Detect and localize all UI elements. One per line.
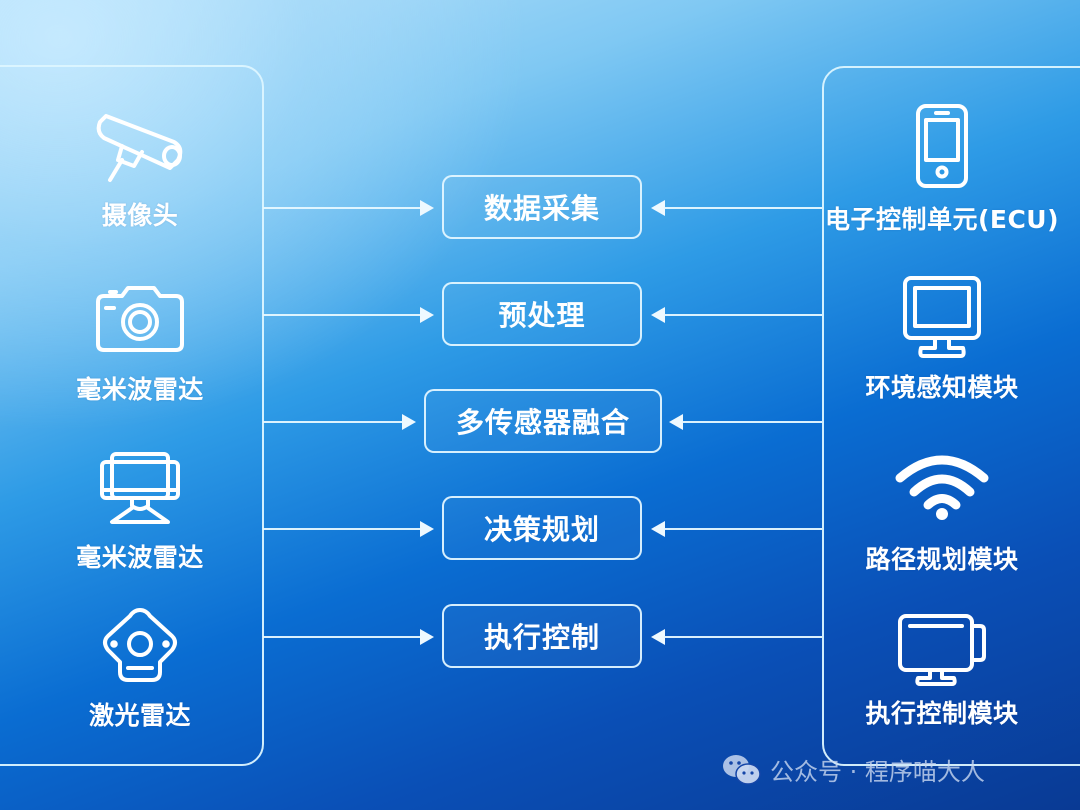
connector-left-4	[263, 528, 421, 530]
arrow-right-icon	[420, 200, 434, 216]
wechat-icon	[723, 754, 761, 785]
module-label: 环境感知模块	[865, 373, 1019, 402]
stage-sensor-fusion[interactable]: 多传感器融合	[424, 389, 662, 453]
sensor-label: 激光雷达	[88, 701, 191, 730]
camera-icon	[96, 286, 184, 352]
connector-right-1	[664, 207, 822, 209]
arrow-left-icon	[651, 629, 665, 645]
connector-left-3	[263, 421, 403, 423]
module-label: 电子控制单元(ECU)	[824, 205, 1060, 234]
sensor-label: 摄像头	[101, 201, 179, 230]
arrow-right-icon	[402, 414, 416, 430]
sensor-item-camera: 摄像头	[10, 108, 270, 232]
module-label: 执行控制模块	[865, 699, 1019, 728]
wifi-icon	[895, 455, 989, 520]
arrow-left-icon	[651, 200, 665, 216]
sensor-label: 毫米波雷达	[76, 375, 204, 404]
sensor-label: 毫米波雷达	[76, 543, 204, 572]
arrow-left-icon	[651, 307, 665, 323]
module-item-execution: 执行控制模块	[812, 612, 1072, 730]
security-camera-icon	[96, 114, 183, 182]
display-icon	[898, 614, 986, 686]
connector-right-3	[682, 421, 822, 423]
connector-left-2	[263, 314, 421, 316]
watermark-text: 公众号 · 程序喵大人	[770, 758, 985, 786]
stage-preprocessing[interactable]: 预处理	[442, 282, 642, 346]
connector-right-5	[664, 636, 822, 638]
connector-left-1	[263, 207, 421, 209]
arrow-left-icon	[651, 521, 665, 537]
lidar-sensor-icon	[103, 608, 177, 682]
module-item-path-planning: 路径规划模块	[812, 452, 1072, 576]
stage-execution-control[interactable]: 执行控制	[442, 604, 642, 668]
arrow-right-icon	[420, 521, 434, 537]
smartphone-icon	[916, 104, 968, 188]
arrow-right-icon	[420, 629, 434, 645]
connector-left-5	[263, 636, 421, 638]
sensor-item-lidar: 激光雷达	[10, 606, 270, 732]
connector-right-2	[664, 314, 822, 316]
stage-data-collection[interactable]: 数据采集	[442, 175, 642, 239]
module-item-ecu: 电子控制单元(ECU)	[812, 104, 1072, 236]
connector-right-4	[664, 528, 822, 530]
monitor-icon	[100, 452, 180, 524]
arrow-left-icon	[669, 414, 683, 430]
sensor-item-mmwave-radar-1: 毫米波雷达	[10, 284, 270, 406]
sensor-item-mmwave-radar-2: 毫米波雷达	[10, 450, 270, 574]
module-item-perception: 环境感知模块	[812, 276, 1072, 404]
arrow-right-icon	[420, 307, 434, 323]
watermark: 公众号 · 程序喵大人	[722, 752, 985, 787]
module-label: 路径规划模块	[865, 545, 1019, 574]
sensor-panel	[0, 65, 264, 766]
module-panel	[822, 66, 1080, 766]
stage-decision-planning[interactable]: 决策规划	[442, 496, 642, 560]
monitor-icon	[903, 276, 981, 358]
